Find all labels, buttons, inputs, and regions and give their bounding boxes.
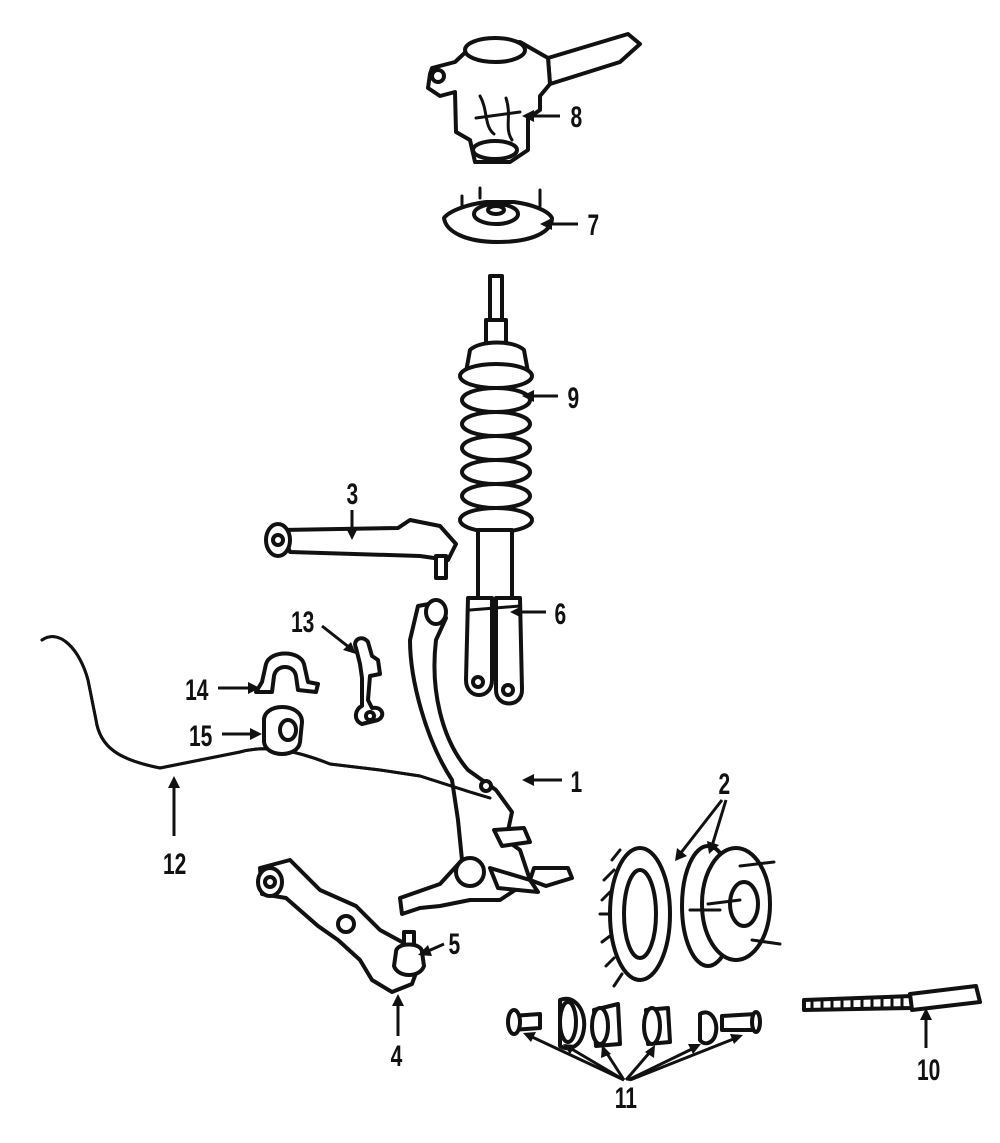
callout-7: 7 — [588, 210, 600, 242]
part-5-ball-joint — [392, 930, 426, 977]
leader-lines — [168, 110, 932, 1082]
callout-11: 11 — [615, 1083, 637, 1115]
callout-14: 14 — [185, 675, 209, 707]
part-8-strut-mount — [426, 32, 642, 164]
part-6-strut-assembly — [464, 528, 524, 706]
callout-4: 4 — [391, 1041, 403, 1073]
callout-labels: 8 7 9 6 1 3 13 14 15 12 2 5 4 11 10 — [163, 102, 940, 1115]
callout-1: 1 — [571, 767, 583, 799]
callout-12: 12 — [163, 849, 186, 881]
callout-6: 6 — [555, 599, 567, 631]
part-4-lower-control-arm — [256, 858, 422, 994]
callout-3: 3 — [347, 479, 359, 511]
callout-15: 15 — [189, 721, 212, 753]
callout-2: 2 — [719, 769, 731, 801]
callout-13: 13 — [291, 607, 314, 639]
part-10-tie-rod-end — [802, 984, 982, 1012]
part-13-stabilizer-link — [353, 636, 385, 726]
callout-5: 5 — [449, 929, 461, 961]
part-14-stabilizer-bracket — [254, 651, 320, 694]
part-7-upper-mount-plate — [442, 186, 554, 244]
callout-9: 9 — [568, 383, 580, 415]
callout-10: 10 — [917, 1055, 940, 1087]
part-15-stabilizer-bushing — [262, 705, 304, 756]
part-3-upper-control-arm — [264, 518, 458, 580]
part-1-steering-knuckle — [398, 598, 574, 916]
callout-8: 8 — [571, 102, 583, 134]
part-2-hub-and-bearing — [598, 844, 782, 988]
part-12-stabilizer-bar — [40, 635, 492, 800]
part-11-bushings-set — [506, 996, 762, 1051]
part-9-coil-spring — [458, 274, 534, 534]
